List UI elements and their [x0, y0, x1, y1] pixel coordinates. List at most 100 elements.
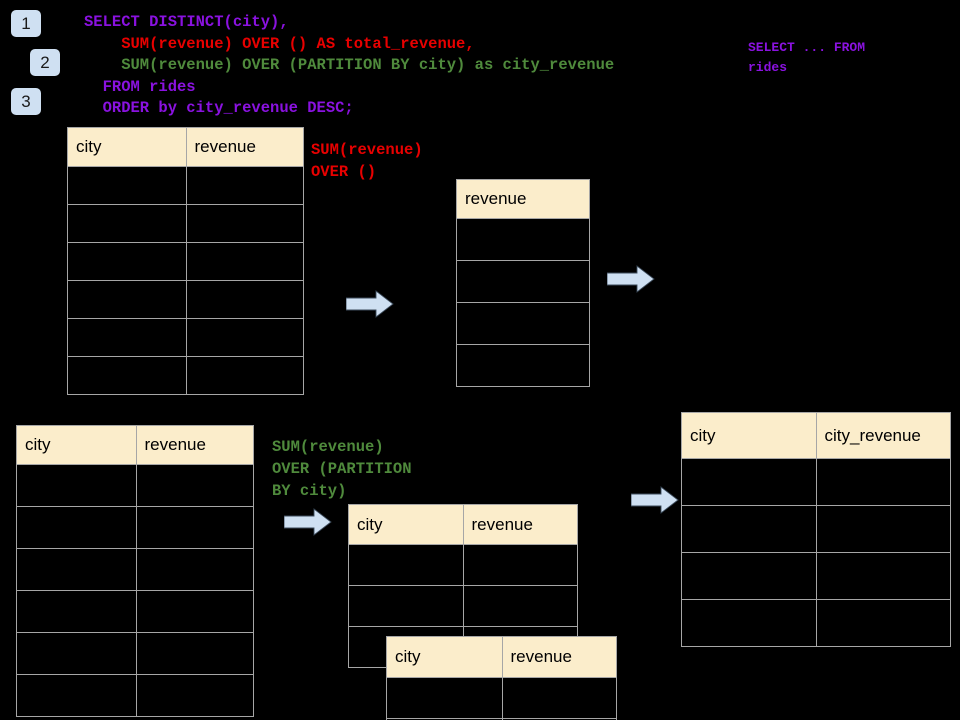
- table-cell: [67, 166, 187, 205]
- table-cell: [16, 632, 137, 675]
- arrow-shape: [284, 508, 332, 536]
- arrow-shape: [607, 265, 655, 293]
- table-row: [681, 552, 951, 600]
- table-row: [386, 677, 617, 719]
- table-cell: [67, 356, 187, 395]
- sql-line-2: SUM(revenue) OVER () AS total_revenue,: [121, 34, 475, 53]
- sql-line-3: SUM(revenue) OVER (PARTITION BY city) as…: [121, 56, 615, 74]
- sql-query-block: SELECT DISTINCT(city), SUM(revenue) OVER …: [84, 12, 614, 120]
- table-cell: [16, 464, 137, 507]
- table-cell: [386, 677, 503, 719]
- arrow-partition-to-result: [631, 486, 679, 514]
- column-header: city: [386, 636, 503, 678]
- table-row: [16, 464, 254, 507]
- table-cell: [135, 632, 254, 675]
- sql-line-4: FROM rides: [102, 77, 196, 96]
- table-row: [386, 718, 617, 720]
- table-row: [16, 632, 254, 675]
- annotation-sum-over-partition: SUM(revenue) OVER (PARTITION BY city): [272, 438, 412, 500]
- table-cell: [815, 458, 951, 506]
- table-cell: [135, 464, 254, 507]
- table-cell: [67, 242, 187, 281]
- table-cell: [135, 590, 254, 633]
- table-cell: [67, 204, 187, 243]
- column-header: revenue: [456, 179, 590, 219]
- table-cell: [681, 458, 817, 506]
- table-cell: [185, 280, 304, 319]
- table-row: [16, 590, 254, 633]
- table-cell: [386, 718, 503, 720]
- table-row: [67, 166, 304, 205]
- table-row: [348, 585, 578, 627]
- table-header-row: revenue: [456, 179, 590, 219]
- table-row: [67, 280, 304, 319]
- table-cell: [135, 674, 254, 717]
- table-cell: [185, 166, 304, 205]
- column-header: city: [16, 425, 137, 465]
- step-badge-label: 1: [21, 14, 31, 33]
- step-badge-2: 2: [30, 49, 60, 76]
- arrow-total-to-result: [607, 265, 655, 293]
- table-row: [16, 674, 254, 717]
- table-cell: [462, 585, 578, 627]
- table-row: [456, 218, 590, 261]
- table-row: [67, 204, 304, 243]
- table-cell: [462, 544, 578, 586]
- table-cell: [456, 302, 590, 345]
- sql-line-1: SELECT DISTINCT(city),: [84, 13, 289, 31]
- table-row: [67, 356, 304, 395]
- table-row: [67, 318, 304, 357]
- table-row: [456, 260, 590, 303]
- column-header: revenue: [462, 504, 578, 545]
- table-row: [681, 458, 951, 506]
- arrow-source-to-partition: [284, 508, 332, 536]
- step-badge-label: 2: [40, 53, 50, 72]
- column-header: revenue: [185, 127, 304, 167]
- table-cell: [456, 260, 590, 303]
- column-header: revenue: [135, 425, 254, 465]
- table-cell: [185, 242, 304, 281]
- table-row: [67, 242, 304, 281]
- table-cell: [681, 505, 817, 553]
- table-cell: [681, 599, 817, 647]
- sql-line-5: ORDER by city_revenue DESC;: [102, 99, 354, 117]
- table-cell: [67, 280, 187, 319]
- table-cell: [16, 548, 137, 591]
- column-header: city_revenue: [815, 412, 951, 459]
- table-cell: [185, 204, 304, 243]
- arrow-shape: [631, 486, 679, 514]
- table-cell: [16, 506, 137, 549]
- table-row: [456, 344, 590, 387]
- table-row: [16, 506, 254, 549]
- total-revenue-table: revenue: [456, 179, 590, 387]
- table-cell: [456, 218, 590, 261]
- table-cell: [348, 544, 464, 586]
- table-row: [16, 548, 254, 591]
- table-cell: [501, 677, 617, 719]
- table-row: [681, 505, 951, 553]
- table-cell: [815, 505, 951, 553]
- table-cell: [67, 318, 187, 357]
- arrow-shape: [346, 290, 394, 318]
- annotation-select-from: SELECT ... FROM rides: [748, 40, 866, 75]
- step-badge-3: 3: [11, 88, 41, 115]
- table-row: [456, 302, 590, 345]
- table-cell: [815, 552, 951, 600]
- table-cell: [501, 718, 617, 720]
- table-cell: [348, 585, 464, 627]
- table-cell: [185, 318, 304, 357]
- table-row: [348, 544, 578, 586]
- table-cell: [456, 344, 590, 387]
- table-cell: [815, 599, 951, 647]
- step-badge-label: 3: [21, 92, 31, 111]
- table-row: [681, 599, 951, 647]
